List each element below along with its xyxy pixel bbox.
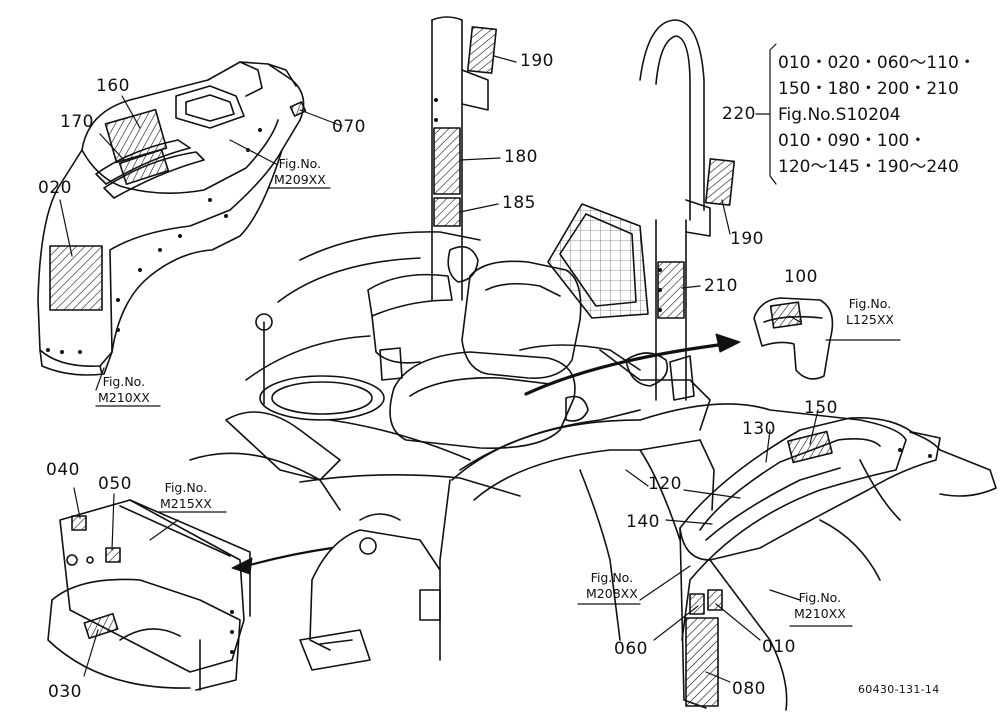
note-line-5: 120～145・190～240 xyxy=(778,157,959,177)
fig-ref-prefix: Fig.No. xyxy=(102,374,146,389)
label-185: 185 xyxy=(502,193,536,213)
label-130: 130 xyxy=(742,419,776,439)
label-150: 150 xyxy=(804,398,838,418)
label-070: 070 xyxy=(332,117,366,137)
label-220: 220 xyxy=(722,104,756,124)
label-050: 050 xyxy=(98,474,132,494)
drawing-code: 60430-131-14 xyxy=(858,683,940,696)
label-080: 080 xyxy=(732,679,766,699)
note-line-2: 150・180・200・210 xyxy=(778,79,959,99)
fig-ref-prefix: Fig.No. xyxy=(590,570,634,585)
fig-ref-l125: Fig.No. L125XX xyxy=(846,296,894,328)
fig-ref-code: M209XX xyxy=(274,172,326,187)
label-010: 010 xyxy=(762,637,796,657)
fig-ref-code: M210XX xyxy=(98,390,150,405)
main-fender-outline xyxy=(299,403,907,671)
fig-ref-code: M210XX xyxy=(794,606,846,621)
label-210: 210 xyxy=(704,276,738,296)
fig-ref-prefix: Fig.No. xyxy=(164,480,208,495)
fig-ref-m208: Fig.No. M208XX xyxy=(586,570,638,602)
fig-ref-m215: Fig.No. M215XX xyxy=(160,480,212,512)
label-040: 040 xyxy=(46,460,80,480)
side-shield xyxy=(547,203,649,319)
fig-ref-code: M208XX xyxy=(586,586,638,601)
seat-area xyxy=(189,231,711,511)
fig-ref-code: L125XX xyxy=(846,312,894,327)
fig-ref-prefix: Fig.No. xyxy=(278,156,322,171)
note-line-4: 010・090・100・ xyxy=(778,131,927,151)
label-190-right: 190 xyxy=(730,229,764,249)
fig-ref-prefix: Fig.No. xyxy=(848,296,892,311)
label-180: 180 xyxy=(504,147,538,167)
fig-ref-prefix: Fig.No. xyxy=(798,590,842,605)
label-170: 170 xyxy=(60,112,94,132)
leader-lines xyxy=(59,43,901,683)
note-220: 010・020・060～110・ 150・180・200・210 Fig.No.… xyxy=(778,50,976,180)
label-020-left: 020 xyxy=(38,178,72,198)
right-fender-outline xyxy=(679,416,997,711)
label-100: 100 xyxy=(784,267,818,287)
part-100-outline xyxy=(753,297,834,380)
left-fender-outline xyxy=(37,61,307,376)
label-120: 120 xyxy=(648,474,682,494)
fastener-dots xyxy=(46,98,932,654)
label-030: 030 xyxy=(48,682,82,702)
lower-left-panel xyxy=(47,499,251,691)
note-line-1: 010・020・060～110・ xyxy=(778,53,976,73)
label-190-top: 190 xyxy=(520,51,554,71)
label-140: 140 xyxy=(626,512,660,532)
label-160: 160 xyxy=(96,76,130,96)
fig-ref-m210-right: Fig.No. M210XX xyxy=(794,590,846,622)
label-060: 060 xyxy=(614,639,648,659)
fig-ref-code: M215XX xyxy=(160,496,212,511)
note-line-3: Fig.No.S10204 xyxy=(778,105,901,125)
rops-frame xyxy=(431,16,736,401)
callout-arrows xyxy=(231,333,741,575)
fig-ref-m209: Fig.No. M209XX xyxy=(274,156,326,188)
fig-ref-m210-left: Fig.No. M210XX xyxy=(98,374,150,406)
